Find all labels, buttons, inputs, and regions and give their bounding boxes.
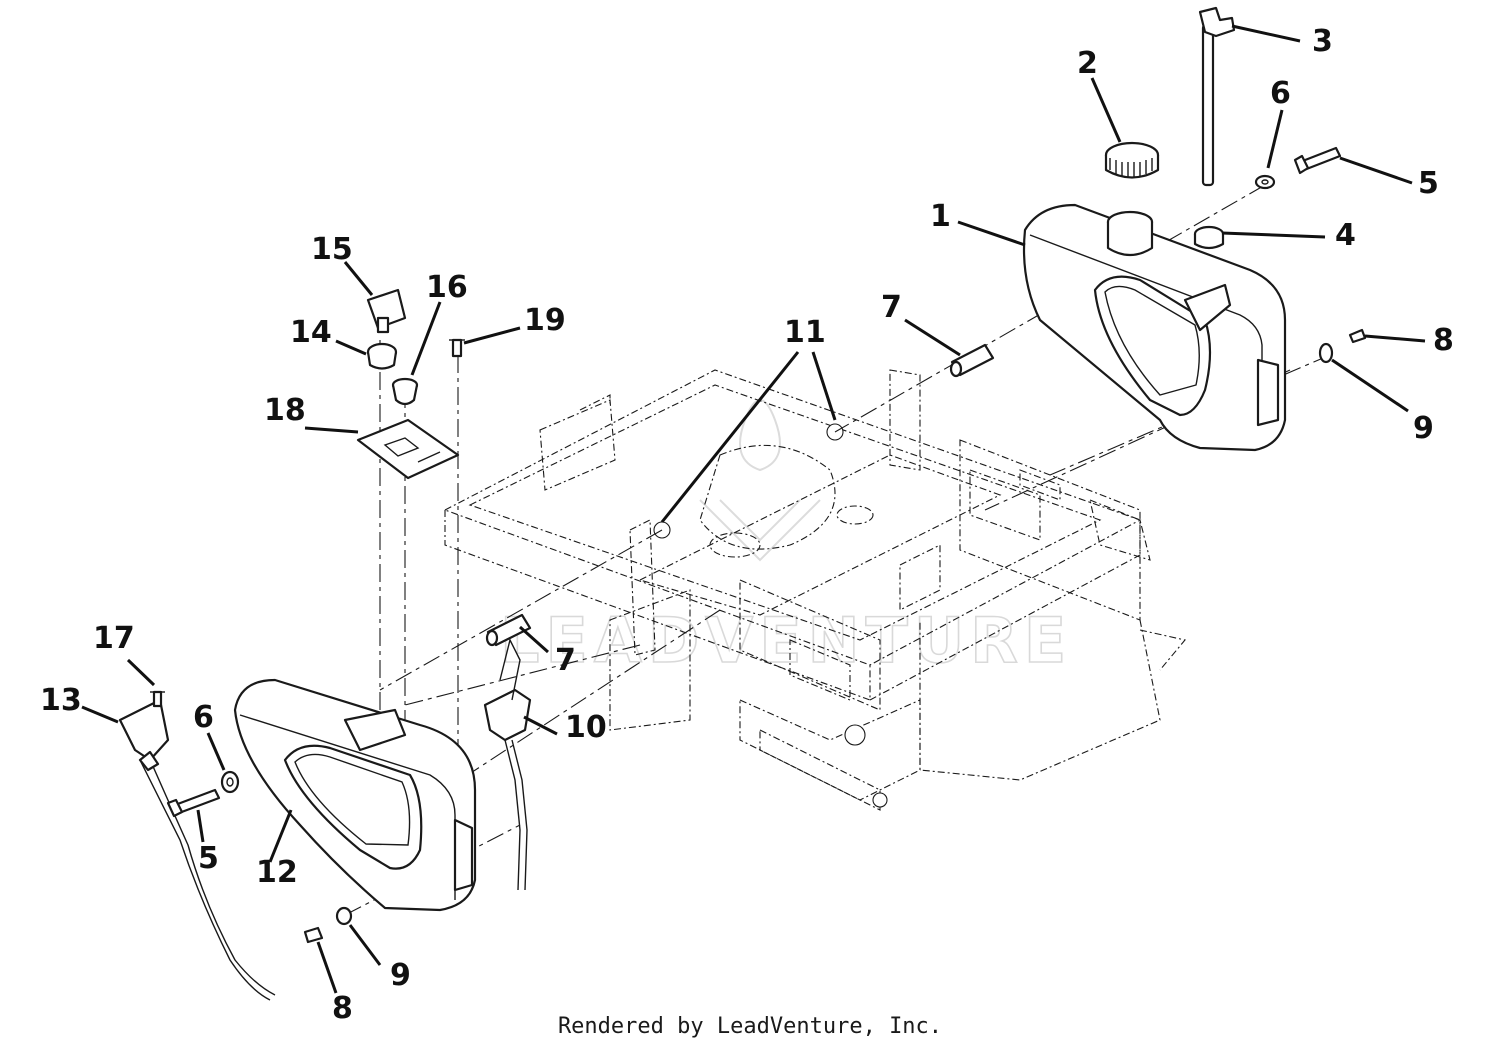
callout-8-right: 8 — [1433, 323, 1454, 358]
chassis-frame — [443, 369, 1187, 811]
fuel-cap — [1104, 141, 1160, 179]
callout-17: 17 — [93, 621, 135, 656]
fuel-tank-left — [233, 678, 477, 912]
callout-3: 3 — [1312, 24, 1333, 59]
ignition-key — [366, 288, 407, 334]
screw-19 — [449, 338, 465, 358]
watermark-logo-icon — [699, 399, 821, 562]
grommet — [1193, 225, 1225, 250]
callout-7-right: 7 — [881, 290, 902, 325]
leadventure-watermark: LEADVENTURE — [499, 399, 1072, 678]
washer-left — [220, 770, 240, 794]
callout-6-left: 6 — [193, 700, 214, 735]
bolt-right — [1293, 146, 1342, 175]
control-plate — [356, 418, 460, 480]
callout-2: 2 — [1077, 46, 1098, 81]
clip-left — [335, 906, 353, 926]
callout-12: 12 — [256, 855, 298, 890]
callout-labels: 1 2 3 6 5 4 7 11 8 9 15 16 14 19 18 7 17… — [40, 24, 1454, 1026]
callout-9-right: 9 — [1413, 411, 1434, 446]
callout-7-left: 7 — [555, 643, 576, 678]
spacer-left — [485, 613, 532, 647]
callout-1: 1 — [930, 199, 951, 234]
callout-11: 11 — [784, 315, 826, 350]
callout-15: 15 — [311, 232, 353, 267]
fuel-tank-right — [1022, 203, 1287, 452]
callout-5-right: 5 — [1418, 166, 1439, 201]
callout-19: 19 — [524, 303, 566, 338]
knob-14 — [366, 342, 398, 370]
callout-5-left: 5 — [198, 841, 219, 876]
clip-right — [1318, 342, 1334, 364]
indicator-16 — [391, 377, 419, 406]
watermark-text: LEADVENTURE — [500, 604, 1072, 677]
callout-14: 14 — [290, 315, 332, 350]
spacer-right — [949, 343, 995, 378]
bolt-left — [166, 788, 221, 818]
callout-13: 13 — [40, 683, 82, 718]
leader-lines — [81, 24, 1426, 994]
vent-tube-elbow — [1198, 6, 1236, 187]
pin-left — [303, 926, 324, 944]
callout-16: 16 — [426, 270, 468, 305]
callout-8-left: 8 — [332, 991, 353, 1026]
callout-18: 18 — [264, 393, 306, 428]
footer-credit: Rendered by LeadVenture, Inc. — [558, 1014, 942, 1039]
callout-6-right: 6 — [1270, 76, 1291, 111]
throttle-bracket — [483, 637, 532, 891]
screw-17 — [150, 690, 165, 708]
callout-4: 4 — [1335, 218, 1356, 253]
pin-right — [1348, 328, 1367, 344]
callout-9-left: 9 — [390, 958, 411, 993]
callout-10: 10 — [565, 710, 607, 745]
washer-right — [1254, 174, 1276, 190]
